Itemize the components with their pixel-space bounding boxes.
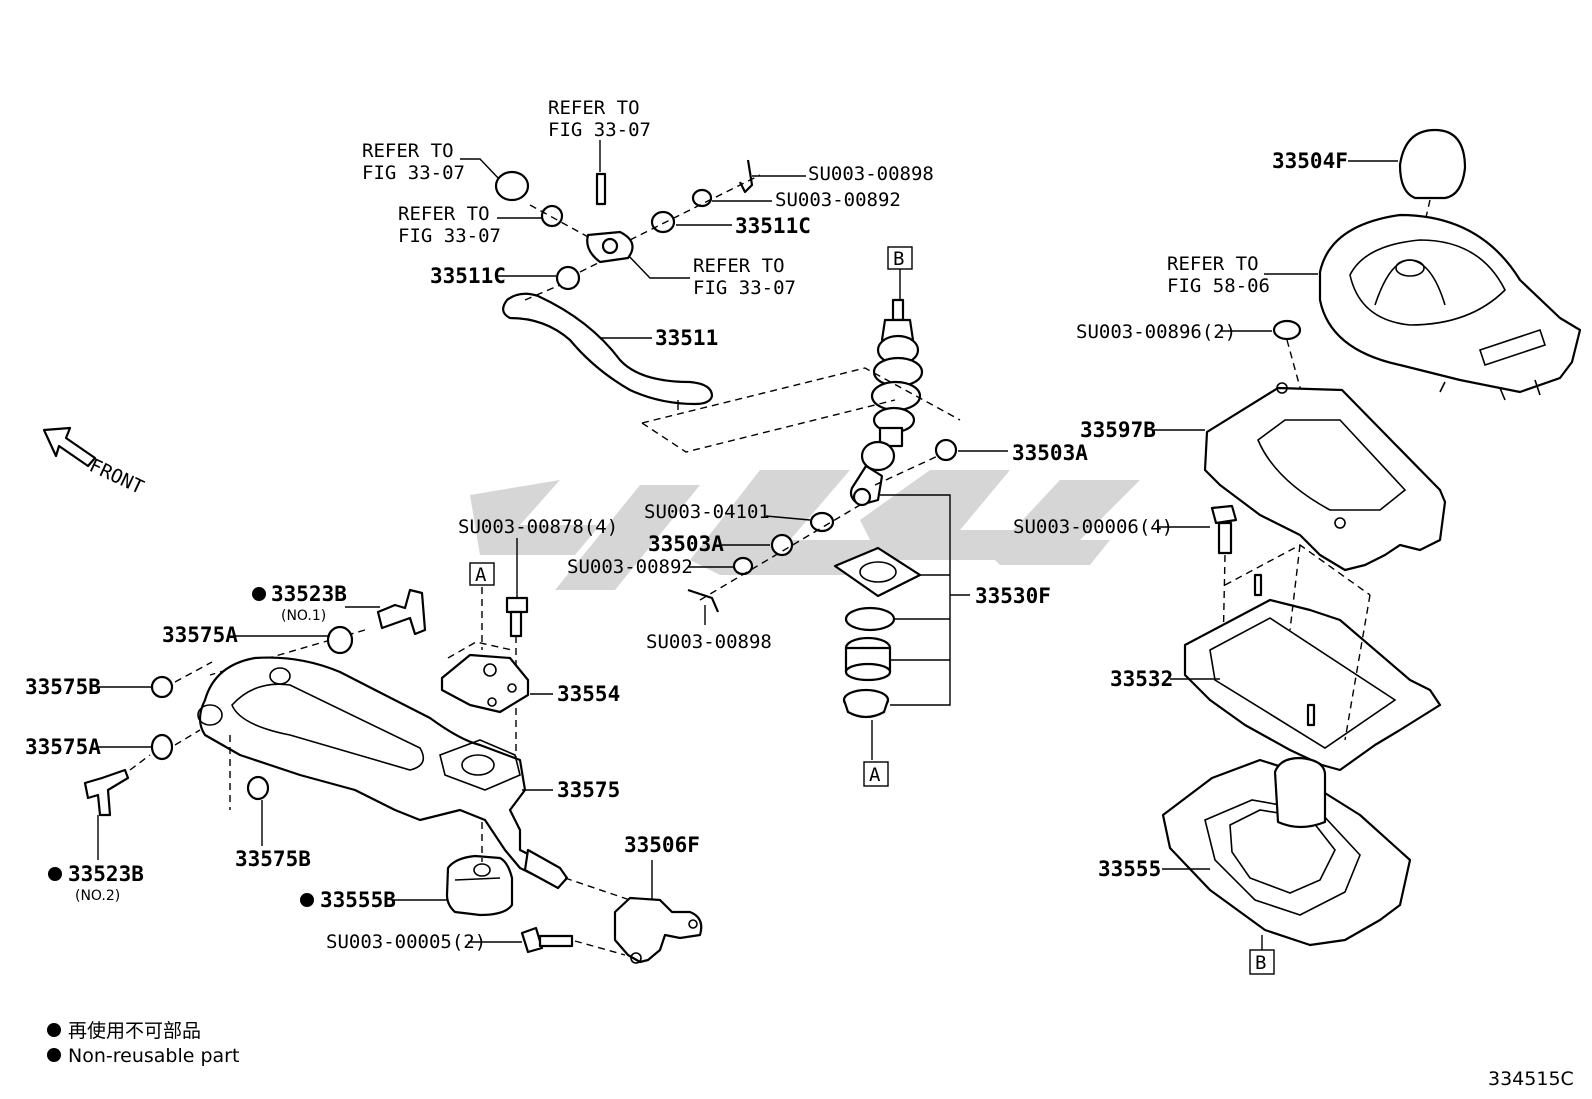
refer-text-left-2: FIG 33-07 [362, 162, 465, 184]
refer-text-mid-2: FIG 33-07 [398, 225, 501, 247]
refer-text-left-1: REFER TO [362, 140, 454, 162]
crossmember-group: A [83, 562, 703, 964]
watermark-logo [470, 470, 1140, 590]
label-33575: 33575 [557, 778, 620, 802]
label-su003-00005: SU003-00005(2) [326, 931, 486, 953]
shift-linkage-group: REFER TO FIG 33-07 REFER TO FIG 33-07 RE… [362, 97, 796, 410]
label-33530f: 33530F [975, 584, 1051, 608]
label-33523b-no2: 33523B [68, 862, 144, 886]
label-33555b: 33555B [320, 888, 396, 912]
front-label: FRONT [86, 455, 147, 499]
label-33503a-left: 33503A [648, 532, 724, 556]
label-33532: 33532 [1110, 667, 1173, 691]
console-group: B [1161, 128, 1582, 975]
label-33575a-top: 33575A [162, 623, 238, 647]
box-a-bottom-label: A [869, 764, 881, 786]
nonreusable-bullet-icon [48, 867, 62, 881]
label-33575b-top: 33575B [25, 675, 101, 699]
nonreusable-bullet-icon [300, 893, 314, 907]
label-su003-00892-mid: SU003-00892 [567, 556, 693, 578]
label-su003-00898-top: SU003-00898 [808, 163, 934, 185]
nonreusable-bullet-icon [252, 587, 266, 601]
legend-line-2: Non-reusable part [68, 1045, 239, 1067]
label-su003-00892-top: SU003-00892 [775, 189, 901, 211]
nonreusable-bullet-icon [47, 1023, 61, 1037]
front-arrow-icon: FRONT [42, 426, 147, 499]
label-33511: 33511 [655, 326, 718, 350]
label-33523b-no2-note: (NO.2) [75, 888, 120, 904]
nonreusable-bullet-icon [47, 1048, 61, 1062]
refer-fig-58-06-1: REFER TO [1167, 253, 1259, 275]
label-33503a-right: 33503A [1012, 441, 1088, 465]
label-su003-00006: SU003-00006(4) [1013, 516, 1173, 538]
label-33504f: 33504F [1272, 149, 1348, 173]
label-33506f: 33506F [624, 833, 700, 857]
box-b-bottom-label: B [1255, 952, 1266, 974]
label-33555: 33555 [1098, 857, 1161, 881]
legend-line-1: 再使用不可部品 [68, 1020, 201, 1042]
label-33523b-no1-note: (NO.1) [281, 608, 326, 624]
label-33511c-top: 33511C [735, 214, 811, 238]
refer-text-right-1: REFER TO [693, 255, 785, 277]
refer-text-right-2: FIG 33-07 [693, 277, 796, 299]
refer-text-mid-1: REFER TO [398, 203, 490, 225]
box-a-left [469, 562, 495, 586]
box-b-top-label: B [893, 248, 904, 270]
label-su003-00896: SU003-00896(2) [1076, 321, 1236, 343]
label-33511c-left: 33511C [430, 264, 506, 288]
box-b-bottom [1249, 949, 1275, 975]
label-su003-00898-mid: SU003-00898 [646, 631, 772, 653]
refer-text-top-2: FIG 33-07 [548, 119, 651, 141]
label-su003-04101: SU003-04101 [644, 501, 770, 523]
label-su003-00878: SU003-00878(4) [458, 516, 618, 538]
figure-code: 334515C [1488, 1068, 1574, 1090]
box-a-left-label: A [475, 564, 487, 586]
label-33554: 33554 [557, 682, 620, 706]
shift-lever-group: B A [641, 246, 970, 787]
label-33575a-bottom: 33575A [25, 735, 101, 759]
label-33597b: 33597B [1080, 418, 1156, 442]
refer-fig-58-06-2: FIG 58-06 [1167, 275, 1270, 297]
label-33575b-bottom: 33575B [235, 847, 311, 871]
box-a-bottom [863, 761, 889, 787]
legend: 再使用不可部品 Non-reusable part [47, 1020, 239, 1067]
refer-text-top-1: REFER TO [548, 97, 640, 119]
label-33523b-no1: 33523B [271, 582, 347, 606]
